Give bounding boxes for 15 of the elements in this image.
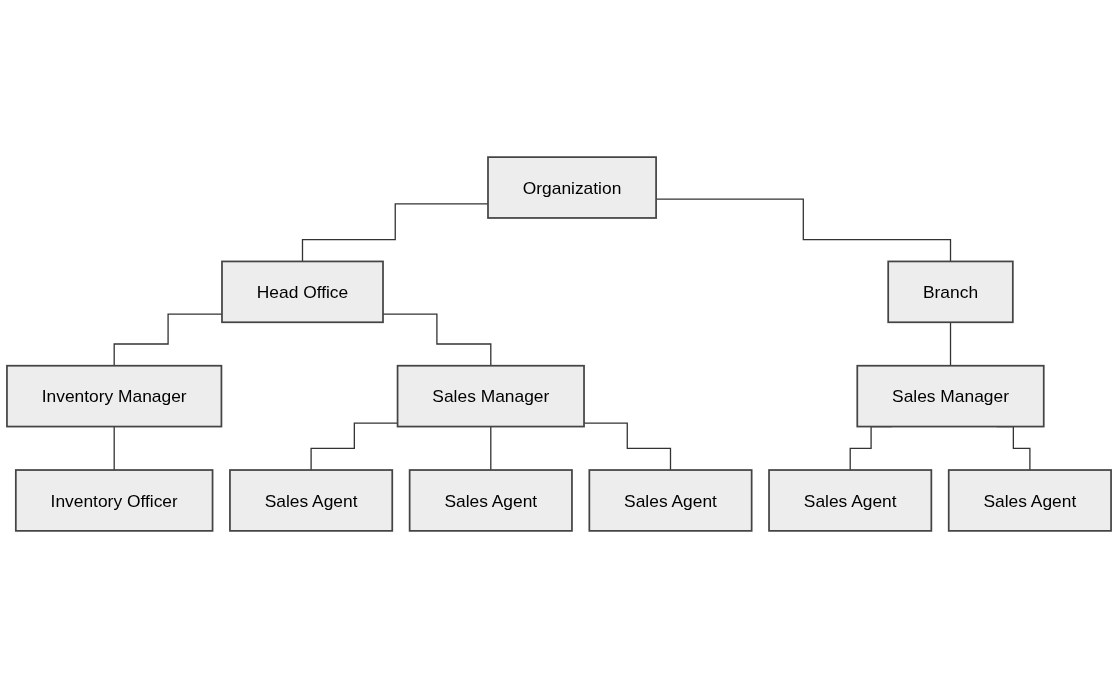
connector xyxy=(113,425,115,471)
node-box: Inventory Manager xyxy=(6,364,223,428)
node-box: Sales Agent xyxy=(408,469,573,532)
node-box: Organization xyxy=(487,156,657,219)
node-box: Sales Agent xyxy=(947,469,1112,532)
node-box: Inventory Officer xyxy=(14,469,214,532)
connector xyxy=(490,425,492,471)
node-box: Sales Manager xyxy=(856,364,1045,428)
node-box: Sales Agent xyxy=(588,469,753,532)
node-box: Sales Manager xyxy=(396,364,585,428)
node-box: Head Office xyxy=(221,260,384,324)
node-box: Sales Agent xyxy=(768,469,933,532)
node-box: Sales Agent xyxy=(229,469,394,532)
connector xyxy=(949,321,952,367)
node-box: Branch xyxy=(887,260,1014,324)
